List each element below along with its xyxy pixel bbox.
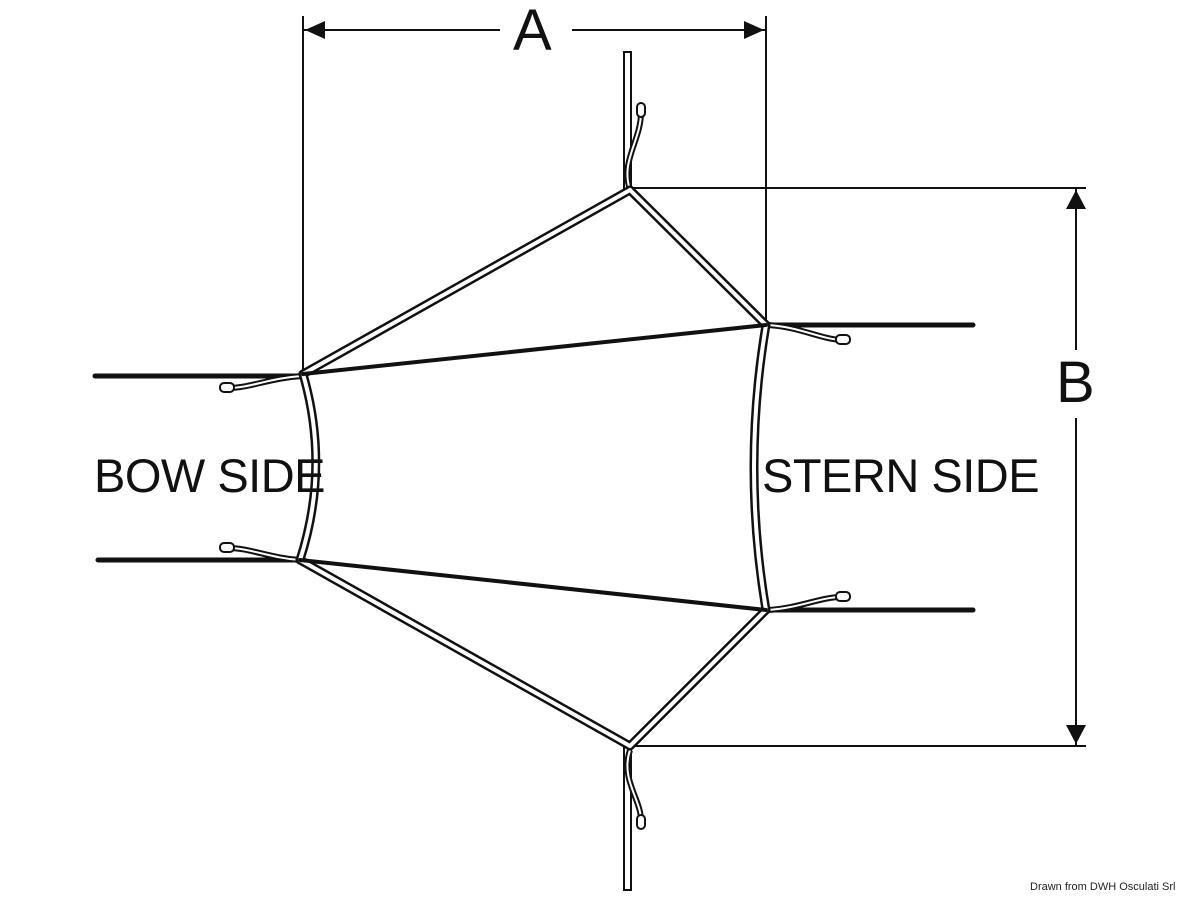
dimension-b-arrow-top xyxy=(1066,190,1086,209)
dimension-b-label: B xyxy=(1056,350,1095,415)
dimension-a-label: A xyxy=(513,0,552,63)
bottom-post xyxy=(623,745,646,891)
frame-tubes-outline xyxy=(295,185,771,751)
bow-side-label: BOW SIDE xyxy=(94,449,326,502)
straps xyxy=(298,323,768,612)
credit-text: Drawn from DWH Osculati Srl xyxy=(1030,881,1176,893)
side-lines xyxy=(92,322,976,613)
dimension-a-arrow-right xyxy=(744,21,764,39)
dimension-b-arrow-bottom xyxy=(1066,725,1086,744)
dimension-a-lines xyxy=(302,16,767,372)
stern-side-label: STERN SIDE xyxy=(762,449,1040,502)
dimension-b-lines xyxy=(630,187,1086,747)
tie-ends xyxy=(219,322,851,613)
dimension-a-arrow-left xyxy=(305,21,325,39)
frame-tubes-fill xyxy=(298,188,768,748)
top-post xyxy=(623,51,646,191)
